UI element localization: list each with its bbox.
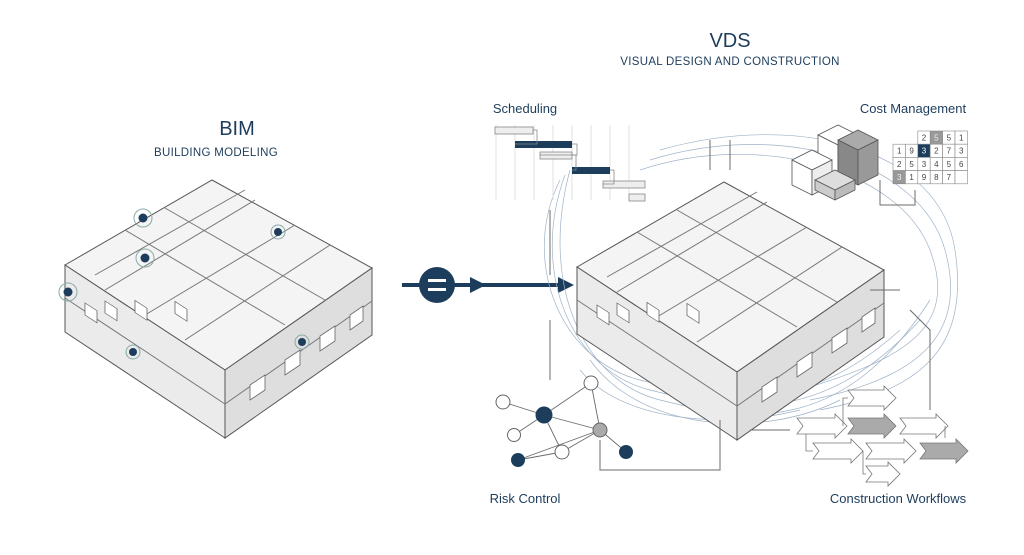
- cost-grid-value: 9: [922, 173, 927, 182]
- cost-grid-value: 1: [897, 147, 902, 156]
- marker-icon: [58, 282, 78, 302]
- gantt-bar: [515, 141, 572, 148]
- cost-grid-value: 2: [922, 134, 927, 143]
- risk-node: [535, 406, 553, 424]
- workflow-arrow: [865, 461, 901, 487]
- cost-grid-value: 8: [934, 173, 939, 182]
- marker-icon: [135, 248, 155, 268]
- marker-icon: [133, 208, 153, 228]
- gantt-bar: [494, 126, 534, 135]
- cost-grid-value: 3: [959, 147, 964, 156]
- cost-grid-value: 2: [897, 160, 902, 169]
- risk-node: [592, 422, 608, 438]
- cost-grid-value: 5: [909, 160, 914, 169]
- cost-grid-value: 7: [947, 173, 952, 182]
- cost-grid-value: 1: [909, 173, 914, 182]
- marker-icon: [294, 334, 310, 350]
- risk-node: [619, 445, 633, 459]
- gantt-bar: [572, 167, 610, 174]
- workflow-connector: [862, 451, 866, 475]
- connector-lines: [549, 140, 931, 471]
- vds-subtitle: VISUAL DESIGN AND CONSTRUCTION: [620, 56, 840, 68]
- workflow-arrow: [899, 413, 949, 439]
- cost-grid-value: 3: [922, 147, 927, 156]
- risk-node: [511, 453, 525, 467]
- workflow-arrow: [847, 413, 897, 439]
- workflow-arrow: [812, 438, 864, 464]
- construction-workflows-label: Construction Workflows: [829, 491, 967, 506]
- cost-grid-value: 1: [959, 134, 964, 143]
- cost-grid-value: 5: [934, 134, 939, 143]
- workflow-connector: [842, 397, 848, 426]
- bim-title: BIM: [219, 118, 255, 140]
- cost-grid-value: 6: [959, 160, 964, 169]
- risk-node: [495, 394, 511, 410]
- scheduling-gantt-chart: [494, 125, 646, 202]
- cost-grid-value: 3: [922, 160, 927, 169]
- equals-icon: [419, 267, 455, 303]
- cost-grid-value: 4: [934, 160, 939, 169]
- marker-icon: [270, 224, 286, 240]
- equals-arrow: [402, 267, 574, 303]
- risk-node: [583, 375, 599, 391]
- cost-blocks-icon: [791, 124, 879, 201]
- risk-node: [507, 428, 521, 442]
- cost-grid-value: 9: [909, 147, 914, 156]
- workflow-arrow: [847, 385, 897, 411]
- gantt-bar: [602, 180, 646, 189]
- bim-building-model: [64, 179, 373, 439]
- bim-markers: [58, 208, 310, 360]
- cost-grid-value: 5: [947, 134, 952, 143]
- gantt-bar: [539, 151, 573, 160]
- construction-workflow-arrows: [796, 385, 969, 487]
- risk-node: [554, 444, 570, 460]
- workflow-connector: [805, 434, 813, 452]
- risk-control-label: Risk Control: [489, 491, 561, 506]
- cost-management-label: Cost Management: [859, 101, 967, 116]
- workflow-arrow: [919, 438, 969, 464]
- scheduling-label: Scheduling: [492, 101, 558, 116]
- marker-icon: [125, 344, 141, 360]
- cost-grid-value: 5: [947, 160, 952, 169]
- gantt-bar: [628, 193, 646, 202]
- cost-grid-value: 2: [934, 147, 939, 156]
- bim-subtitle: BUILDING MODELING: [154, 147, 278, 159]
- cost-grid-cell: [954, 170, 968, 185]
- workflow-arrow: [865, 438, 917, 464]
- vds-title: VDS: [709, 30, 751, 52]
- cost-grid-value: 7: [947, 147, 952, 156]
- workflow-arrow: [796, 413, 848, 439]
- cost-grid-value: 3: [897, 173, 902, 182]
- risk-control-graph: [495, 375, 633, 467]
